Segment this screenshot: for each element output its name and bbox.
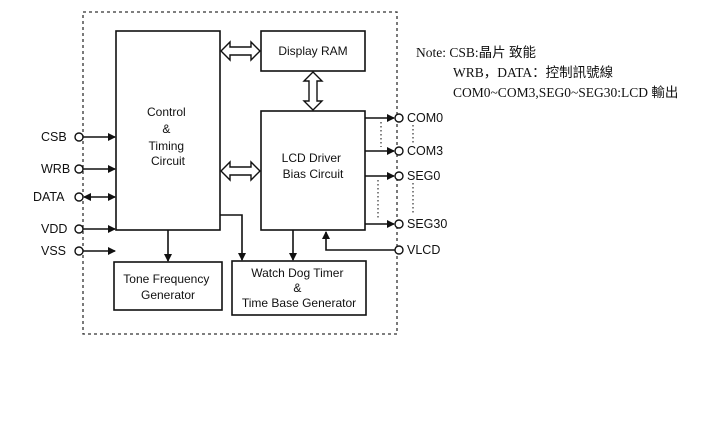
control-lcd-bus-arrow [220, 160, 261, 182]
pin-vdd: VDD [41, 222, 116, 236]
note-line-1: Note: CSB:晶片 致能 [416, 45, 537, 60]
svg-text:DATA: DATA [33, 190, 65, 204]
pin-vlcd: VLCD [322, 231, 440, 257]
tone-generator-block [113, 261, 223, 311]
pin-wrb: WRB [41, 162, 116, 176]
svg-text:VDD: VDD [41, 222, 67, 236]
svg-text:VLCD: VLCD [407, 243, 440, 257]
ram-lcd-bus-arrow [302, 71, 324, 111]
tone-generator-label: Tone Frequency Generator [123, 272, 212, 302]
control-label: Control & Timing Circuit [147, 105, 189, 168]
pin-seg30: SEG30 [365, 217, 447, 231]
note-line-2: WRB，DATA：控制訊號線 [453, 65, 614, 80]
watchdog-block [231, 260, 367, 316]
svg-text:SEG30: SEG30 [407, 217, 447, 231]
display-ram-block [260, 30, 366, 72]
svg-text:COM0: COM0 [407, 111, 443, 125]
pin-csb: CSB [41, 130, 116, 144]
pin-data: DATA [33, 190, 116, 204]
pin-com3: COM3 [365, 144, 443, 158]
svg-text:WRB: WRB [41, 162, 70, 176]
pin-note: Note: CSB:晶片 致能 WRB，DATA：控制訊號線 COM0~COM3… [416, 43, 678, 103]
lcd-driver-label: LCD Driver Bias Circuit [282, 151, 345, 181]
lcd-driver-block [260, 110, 366, 231]
watchdog-label: Watch Dog Timer & Time Base Generator [242, 266, 356, 310]
svg-text:SEG0: SEG0 [407, 169, 440, 183]
pin-vss: VSS [41, 244, 116, 258]
note-line-3: COM0~COM3,SEG0~SEG30:LCD 輸出 [453, 85, 679, 100]
svg-text:COM3: COM3 [407, 144, 443, 158]
svg-text:VSS: VSS [41, 244, 66, 258]
control-ram-bus-arrow [220, 40, 261, 62]
control-to-watchdog-arrow [220, 214, 246, 261]
svg-text:CSB: CSB [41, 130, 67, 144]
display-ram-label: Display RAM [278, 44, 347, 58]
pin-com0: COM0 [365, 111, 443, 125]
pin-seg0: SEG0 [365, 169, 440, 183]
